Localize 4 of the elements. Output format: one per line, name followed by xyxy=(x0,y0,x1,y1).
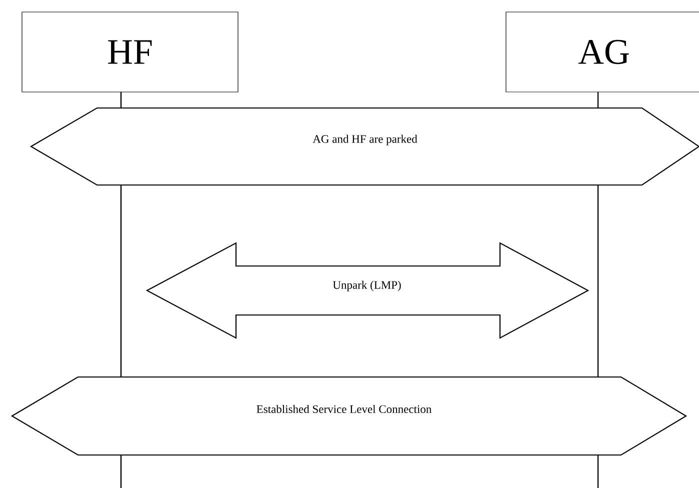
participant-box: HF xyxy=(22,12,238,92)
participant-box: AG xyxy=(506,12,699,92)
node-label: AG and HF are parked xyxy=(312,134,418,146)
node-label: Established Service Level Connection xyxy=(256,404,432,414)
